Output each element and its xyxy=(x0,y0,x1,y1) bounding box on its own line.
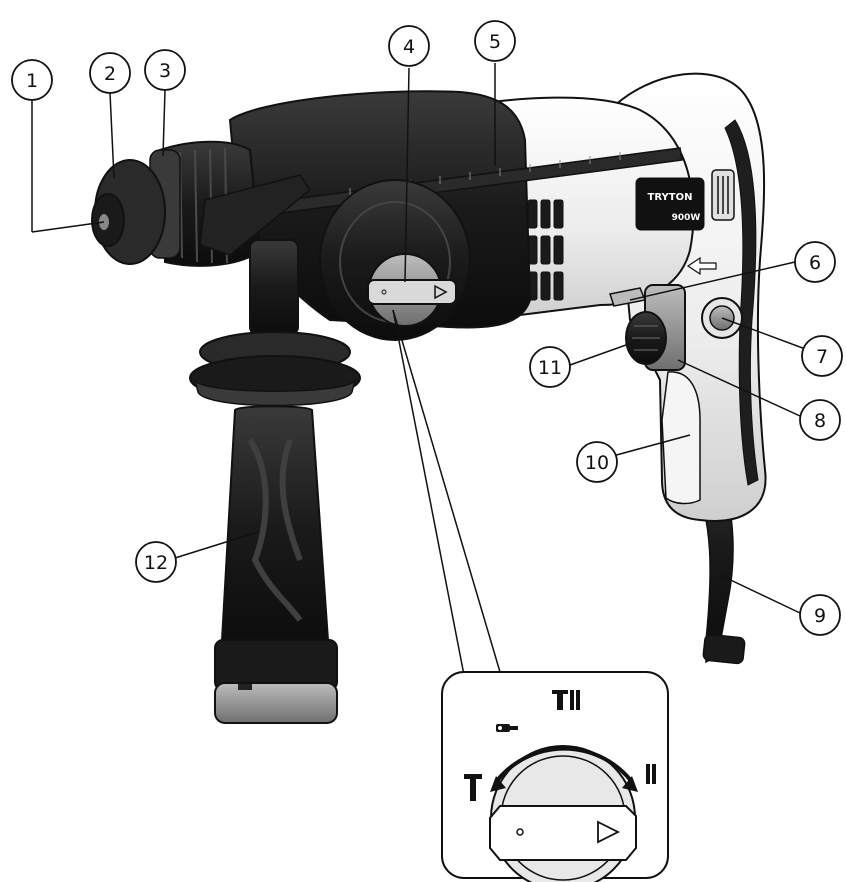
callout-11: 11 xyxy=(529,346,571,388)
chisel-icon xyxy=(496,724,518,732)
svg-text:10: 10 xyxy=(585,452,609,474)
callout-4: 4 xyxy=(388,25,430,67)
rotation-arrow-head-left xyxy=(490,776,506,792)
handle-vents xyxy=(711,169,735,221)
callout-12: 12 xyxy=(135,541,177,583)
svg-text:6: 6 xyxy=(809,252,821,274)
svg-text:2: 2 xyxy=(104,63,116,85)
side-handle-neck xyxy=(249,239,299,336)
callout-9: 9 xyxy=(799,594,841,636)
auxiliary-handle[interactable] xyxy=(189,331,361,724)
inset-leader-left xyxy=(392,309,465,676)
direction-arrow-icon xyxy=(686,256,717,276)
inset-pointer-icon xyxy=(597,820,621,844)
svg-text:8: 8 xyxy=(814,410,826,432)
callout-8: 8 xyxy=(799,399,841,441)
speed-control-knob[interactable] xyxy=(625,311,667,365)
callout-leaders xyxy=(31,63,809,614)
rotation-arrow xyxy=(494,746,634,784)
callout-10: 10 xyxy=(576,441,618,483)
mode-selector-inset xyxy=(392,309,669,882)
brand-badge: TRYTON 900W xyxy=(635,177,705,231)
housing-vents xyxy=(527,199,564,301)
inset-selector-lever xyxy=(489,805,637,861)
callout-6: 6 xyxy=(794,241,836,283)
power-cord-end xyxy=(702,633,746,665)
side-handle-clamp xyxy=(199,174,312,256)
svg-text:3: 3 xyxy=(159,60,171,82)
selector-pointer-icon xyxy=(434,284,448,300)
selector-dot-icon xyxy=(381,289,387,295)
svg-text:4: 4 xyxy=(403,36,415,58)
svg-text:1: 1 xyxy=(26,70,38,92)
brand-name: TRYTON xyxy=(648,192,693,203)
svg-text:12: 12 xyxy=(144,552,168,574)
callout-1: 1 xyxy=(11,59,53,101)
svg-text:5: 5 xyxy=(489,31,501,53)
callout-badges: 1 2 3 4 5 6 7 8 xyxy=(11,20,843,636)
hammer-icon xyxy=(464,774,482,801)
callout-5: 5 xyxy=(474,20,516,62)
callout-2: 2 xyxy=(89,52,131,94)
svg-text:11: 11 xyxy=(538,357,562,379)
svg-text:9: 9 xyxy=(814,605,826,627)
inset-dot-icon xyxy=(516,828,524,836)
svg-text:7: 7 xyxy=(816,346,828,368)
inset-leader-right xyxy=(392,309,501,673)
callout-3: 3 xyxy=(144,49,186,91)
rotation-arrow-head-right xyxy=(622,776,638,792)
hammer-drill-icon xyxy=(552,690,580,710)
callout-7: 7 xyxy=(801,335,843,377)
brand-power: 900W xyxy=(672,213,701,223)
drill-icon xyxy=(646,764,656,784)
